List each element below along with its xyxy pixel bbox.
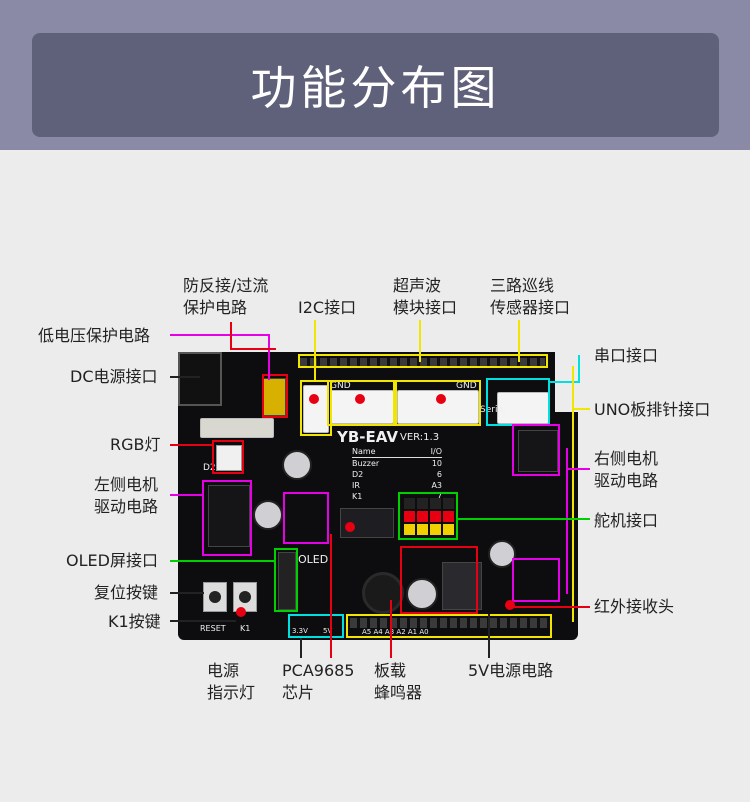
leader-uno	[572, 408, 590, 410]
label-ir-receiver: 红外接收头	[594, 596, 674, 618]
leader-oled	[170, 560, 276, 562]
power-5v-box	[400, 546, 478, 614]
label-uno-header: UNO板排针接口	[594, 399, 710, 421]
label-k1-button: K1按键	[108, 611, 161, 633]
leader-line-tracking	[518, 320, 520, 362]
leader-reverse-h	[230, 348, 276, 350]
io-row-value: 10	[432, 458, 442, 469]
right-motor-box-2	[512, 558, 560, 602]
reverse-protect-box	[262, 374, 288, 418]
io-row-name: IR	[352, 480, 360, 491]
silk-k1: K1	[240, 624, 250, 633]
board-model: YB-EAV	[337, 428, 398, 446]
left-motor-screw	[200, 418, 274, 438]
label-reverse-protect: 防反接/过流 保护电路	[183, 275, 303, 319]
leader-uno-v	[572, 366, 574, 622]
label-serial-port: 串口接口	[594, 345, 658, 367]
pca-area-box	[283, 492, 329, 544]
leader-reverse	[230, 322, 232, 350]
leader-pca	[330, 534, 332, 658]
label-right-motor: 右侧电机 驱动电路	[594, 448, 658, 492]
reset-button[interactable]	[203, 582, 227, 612]
leader-ultrasonic	[419, 320, 421, 362]
oled-box	[274, 548, 298, 612]
capacitor	[253, 500, 283, 530]
left-motor-box	[202, 480, 252, 556]
reset-button-cap	[209, 591, 221, 603]
io-header-name: Name	[352, 446, 376, 457]
board-version: VER:1.3	[400, 432, 439, 443]
label-line-tracking: 三路巡线 传感器接口	[490, 275, 570, 319]
io-row-value: A3	[431, 480, 442, 491]
io-header-io: I/O	[431, 446, 442, 457]
io-row-value: 6	[437, 469, 442, 480]
marker-dot	[236, 607, 246, 617]
marker-dot	[505, 600, 515, 610]
leader-right-motor	[568, 468, 590, 470]
uno-header-bottom-box	[346, 614, 552, 638]
title-box: 功能分布图	[32, 33, 719, 137]
leader-right-motor-v	[566, 448, 568, 594]
label-pca9685: PCA9685 芯片	[282, 660, 354, 704]
leader-low-voltage-v	[268, 334, 270, 380]
label-rgb: RGB灯	[110, 434, 161, 456]
leader-5v	[488, 614, 490, 658]
leader-dc	[170, 376, 200, 378]
label-dc-power: DC电源接口	[70, 366, 158, 388]
leader-servo	[458, 518, 590, 520]
marker-dot	[309, 394, 319, 404]
leader-rgb	[170, 444, 214, 446]
silk-reset: RESET	[200, 624, 226, 633]
leader-serial	[578, 355, 580, 383]
power-led-box	[288, 614, 344, 638]
leader-low-voltage	[170, 334, 270, 336]
label-low-voltage: 低电压保护电路	[38, 325, 150, 347]
right-motor-box	[512, 424, 560, 476]
leader-serial-h	[548, 381, 580, 383]
uno-header-box	[298, 354, 548, 368]
serial-box	[486, 378, 550, 426]
marker-dot	[345, 522, 355, 532]
label-power-5v: 5V电源电路	[468, 660, 553, 682]
io-row-name: Buzzer	[352, 458, 379, 469]
capacitor	[282, 450, 312, 480]
buzzer	[362, 572, 404, 614]
label-servo: 舵机接口	[594, 510, 658, 532]
io-row-name: D2	[352, 469, 363, 480]
marker-dot	[436, 394, 446, 404]
label-buzzer: 板载 蜂鸣器	[374, 660, 422, 704]
label-oled-port: OLED屏接口	[66, 550, 158, 572]
leader-i2c	[314, 320, 316, 382]
leader-buzzer	[390, 600, 392, 658]
leader-k1	[170, 620, 236, 622]
rgb-box	[212, 440, 244, 474]
page-title: 功能分布图	[251, 52, 501, 118]
leader-power-led	[300, 638, 302, 658]
leader-reset	[170, 592, 204, 594]
io-row-name: K1	[352, 491, 362, 502]
servo-box	[398, 492, 458, 540]
label-ultrasonic: 超声波 模块接口	[393, 275, 457, 319]
label-left-motor: 左侧电机 驱动电路	[94, 474, 158, 518]
label-reset-button: 复位按键	[94, 582, 158, 604]
label-power-led: 电源 指示灯	[207, 660, 255, 704]
k1-button-cap	[239, 591, 251, 603]
leader-left-motor	[170, 494, 204, 496]
silk-oled: OLED	[298, 553, 328, 566]
marker-dot	[355, 394, 365, 404]
label-i2c: I2C接口	[298, 297, 356, 319]
dc-jack	[178, 352, 222, 406]
leader-ir	[514, 606, 590, 608]
